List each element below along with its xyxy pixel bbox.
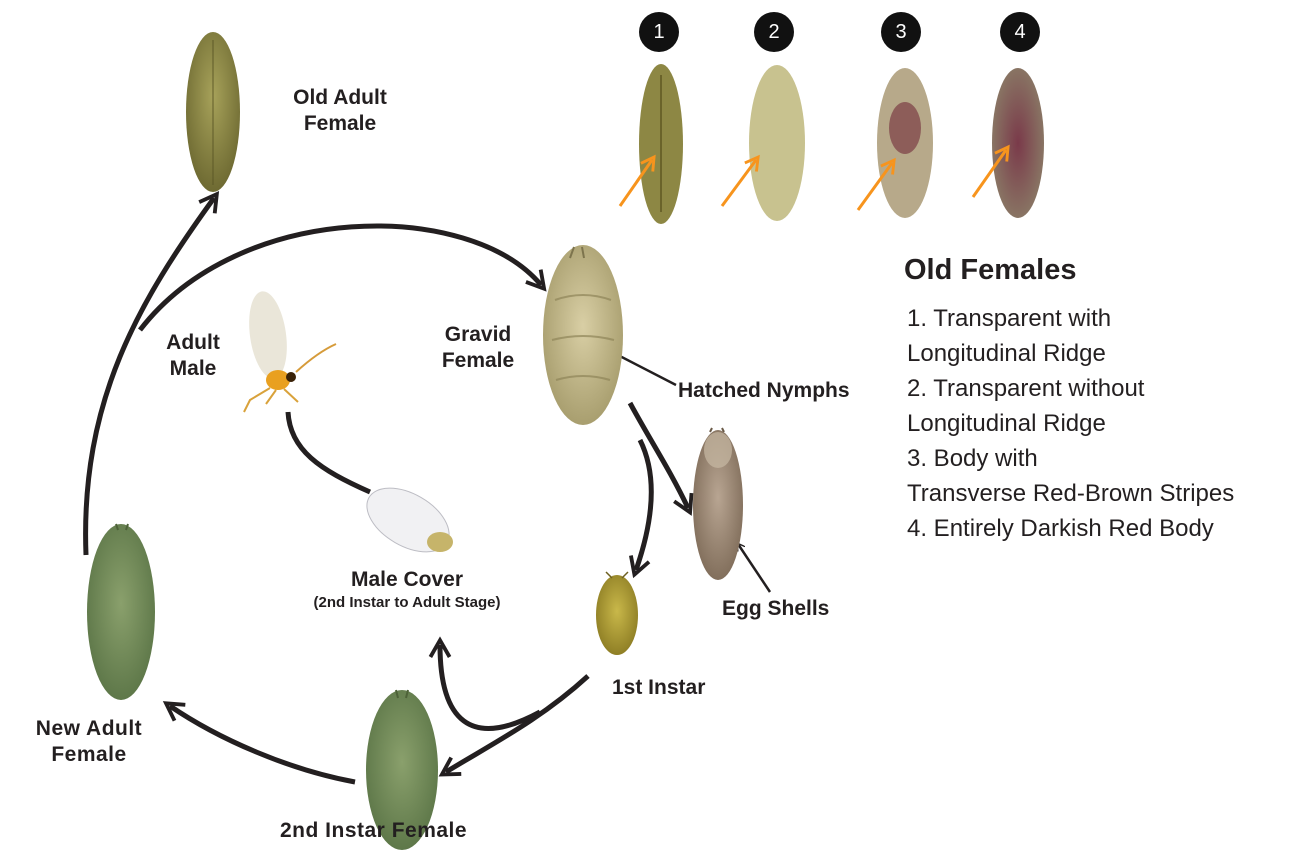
- connector-male-to-cover: [288, 412, 370, 492]
- specimen-adult-male: [244, 289, 336, 412]
- label-egg-shells: Egg Shells: [722, 596, 829, 622]
- badge-1: 1: [639, 12, 679, 52]
- label-second-instar-female: 2nd Instar Female: [280, 818, 467, 844]
- label-hatched-nymphs: Hatched Nymphs: [678, 378, 850, 404]
- label-old-adult-female: Old Adult Female: [270, 85, 410, 138]
- old-female-4: [992, 68, 1044, 218]
- label-gravid-female: Gravid Female: [418, 322, 538, 375]
- specimen-gravid-female: [543, 245, 623, 425]
- label-male-cover: Male Cover (2nd Instar to Adult Stage): [282, 567, 532, 613]
- old-female-2: [749, 65, 805, 221]
- badge-3: 3: [881, 12, 921, 52]
- arrow-gravid-to-egg-shells: [630, 403, 688, 508]
- arrow-to-gravid-female: [140, 226, 541, 330]
- male-cover-note: (2nd Instar to Adult Stage): [282, 593, 532, 613]
- old-female-specimens: [639, 64, 1044, 224]
- label-first-instar: 1st Instar: [612, 675, 705, 701]
- arrow-first-instar-to-male-cover: [440, 645, 540, 728]
- old-females-title: Old Females: [904, 254, 1076, 287]
- specimen-egg-shells: [693, 428, 743, 580]
- legend-item-line2: Longitudinal Ridge: [907, 406, 1234, 441]
- legend-item: 3. Body with Transverse Red-Brown Stripe…: [907, 441, 1234, 511]
- label-adult-male: Adult Male: [148, 330, 238, 383]
- arrow-gravid-to-first-instar: [636, 440, 651, 570]
- old-females-legend: 1. Transparent with Longitudinal Ridge 2…: [907, 301, 1234, 546]
- legend-item-line1: 1. Transparent with: [907, 301, 1234, 336]
- legend-item-line1: 4. Entirely Darkish Red Body: [907, 511, 1234, 546]
- legend-item-line1: 3. Body with: [907, 441, 1234, 476]
- legend-item: 4. Entirely Darkish Red Body: [907, 511, 1234, 546]
- legend-item-line1: 2. Transparent without: [907, 371, 1234, 406]
- specimen-old-adult-female: [186, 32, 240, 192]
- male-cover-title: Male Cover: [351, 568, 463, 591]
- legend-item-line2: Transverse Red-Brown Stripes: [907, 476, 1234, 511]
- pointer-egg-shells: [738, 544, 770, 592]
- specimen-first-instar: [596, 572, 638, 655]
- label-new-adult-female: New Adult Female: [14, 716, 164, 769]
- specimen-male-cover: [356, 475, 460, 565]
- legend-item: 1. Transparent with Longitudinal Ridge: [907, 301, 1234, 371]
- arrow-second-instar-to-new-adult: [170, 706, 355, 782]
- badge-4: 4: [1000, 12, 1040, 52]
- specimen-new-adult-female: [87, 524, 155, 700]
- legend-item: 2. Transparent without Longitudinal Ridg…: [907, 371, 1234, 441]
- legend-item-line2: Longitudinal Ridge: [907, 336, 1234, 371]
- badge-2: 2: [754, 12, 794, 52]
